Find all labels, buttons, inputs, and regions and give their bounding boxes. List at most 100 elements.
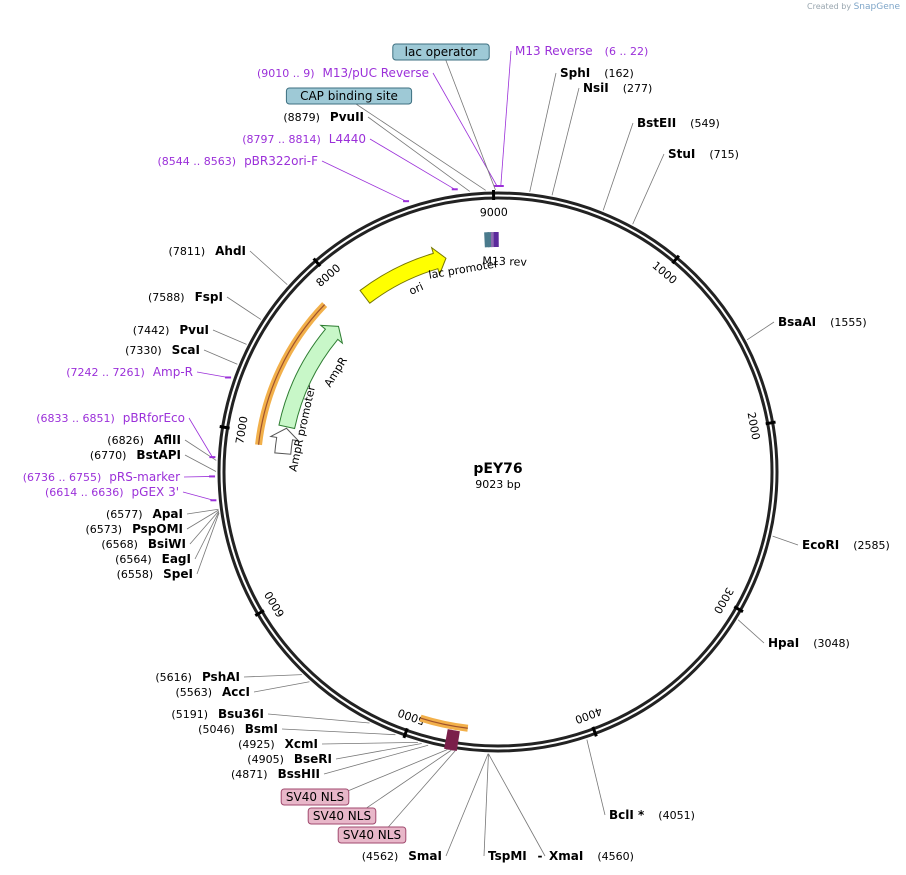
ring-tick-label: 4000 (573, 704, 604, 726)
site-pshai[interactable]: (5616)PshAI (155, 670, 240, 684)
site-bcli[interactable]: BclI *(4051) (609, 808, 695, 822)
site-pspomi[interactable]: (6573)PspOMI (85, 522, 183, 536)
site-name: BsiWI (148, 537, 186, 551)
ring-tick-5000 (402, 727, 409, 739)
primer-pbr322ori-f[interactable]: (8544 .. 8563)pBR322ori-F (158, 154, 319, 168)
site-name: AflII (154, 433, 181, 447)
site-name: AhdI (215, 244, 246, 258)
site-scai[interactable]: (7330)ScaI (125, 343, 200, 357)
site-apai[interactable]: (6577)ApaI (106, 507, 183, 521)
site-xmai[interactable]: XmaI(4560) (549, 849, 634, 863)
primer-name: pGEX 3' (132, 485, 179, 499)
site-xcmi[interactable]: (4925)XcmI (238, 737, 318, 751)
ring-tick-label: 9000 (480, 206, 508, 219)
box-leader-sv40-nls (375, 750, 456, 842)
ring-tick-2000 (765, 420, 776, 426)
site-bsteii[interactable]: BstEII(549) (637, 116, 720, 130)
primer-m13-puc-reverse[interactable]: (9010 .. 9)M13/pUC Reverse (257, 66, 429, 80)
site-ahdi[interactable]: (7811)AhdI (169, 244, 246, 258)
feature-label-m13-rev: M13 rev (482, 254, 527, 268)
site-name: StuI (668, 147, 695, 161)
site-bsu36i[interactable]: (5191) Bsu36I (171, 707, 264, 721)
site-name: BstEII (637, 116, 676, 130)
box-leader-cap-binding-site (352, 101, 486, 191)
site-name: NsiI (583, 81, 609, 95)
site-position: (6564) (115, 553, 152, 566)
site-name: XmaI (549, 849, 583, 863)
leader-apai (186, 508, 219, 515)
leader-ecori (772, 535, 799, 546)
feature-box-label: SV40 NLS (313, 809, 371, 823)
feature-box-lac-operator[interactable] (392, 43, 490, 61)
site-pvuii[interactable]: (8879)PvuII (283, 110, 364, 124)
site-name: SpeI (163, 567, 193, 581)
lac-feature-mark (487, 232, 493, 248)
site-name: Bsu36I (218, 707, 264, 721)
site-name: SphI (560, 66, 590, 80)
backbone-outer-ring (217, 191, 779, 753)
site-spei[interactable]: (6558) SpeI (117, 567, 193, 581)
primer-m13-reverse[interactable]: M13 Reverse(6 .. 22) (515, 44, 648, 58)
site-bsiwi[interactable]: (6568)BsiWI (101, 537, 186, 551)
feature-box-sv40-nls[interactable] (280, 788, 350, 806)
site-tspmi[interactable]: TspMI (488, 849, 527, 863)
site-bstapi[interactable]: (6770)BstAPI (90, 448, 181, 462)
primer-name: pRS-marker (109, 470, 180, 484)
feature-box-sv40-nls[interactable] (307, 807, 377, 825)
site-position: (5191) (171, 708, 208, 721)
site-position: (6558) (117, 568, 154, 581)
site-name: BclI * (609, 808, 645, 822)
feature-label-ori: ori (407, 280, 425, 298)
site-name: BsmI (245, 722, 278, 736)
site-bsaai[interactable]: BsaAI(1555) (778, 315, 867, 329)
feature-box-cap-binding-site[interactable] (285, 87, 413, 105)
site-acci[interactable]: (5563)AccI (175, 685, 250, 699)
primer-name: M13 Reverse (515, 44, 593, 58)
sv40-nls-mark (451, 730, 460, 751)
site-fspi[interactable]: (7588)FspI (148, 290, 223, 304)
site-position: (7330) (125, 344, 162, 357)
primer-pgex-3[interactable]: (6614 .. 6636)pGEX 3' (45, 485, 179, 499)
site-position: (8879) (283, 111, 320, 124)
site-eagi[interactable]: (6564) EagI (115, 552, 191, 566)
site-bsmi[interactable]: (5046)BsmI (198, 722, 278, 736)
site-ecori[interactable]: EcoRI(2585) (802, 538, 890, 552)
primer-pbrforeco[interactable]: (6833 .. 6851)pBRforEco (36, 411, 185, 425)
site-bseri[interactable]: (4905)BseRI (247, 752, 332, 766)
site-stui[interactable]: StuI(715) (668, 147, 739, 161)
primer-position: (7242 .. 7261) (66, 366, 145, 379)
ori-arrow (359, 246, 447, 304)
site-position: (277) (623, 82, 653, 95)
leader-lines (182, 50, 799, 857)
primer-leader-m13-reverse (500, 50, 512, 187)
feature-box-sv40-nls[interactable] (337, 826, 407, 844)
site-name: ApaI (153, 507, 183, 521)
ampr-arrow (278, 324, 344, 430)
primer-leader-amp-r (196, 371, 229, 378)
site-name: EagI (162, 552, 191, 566)
site-sphi[interactable]: SphI(162) (560, 66, 634, 80)
site-position: (4925) (238, 738, 275, 751)
site-hpai[interactable]: HpaI(3048) (768, 636, 850, 650)
site-smai[interactable]: (4562)SmaI (362, 849, 442, 863)
leader-bstapi (184, 454, 217, 472)
leader-ahdi (249, 250, 288, 285)
site-position: (4905) (247, 753, 284, 766)
primer-prs-marker[interactable]: (6736 .. 6755)pRS-marker (23, 470, 180, 484)
feature-box-label: SV40 NLS (286, 790, 344, 804)
site-name: PshAI (202, 670, 240, 684)
site-bsshii[interactable]: (4871)BssHII (231, 767, 320, 781)
primer-amp-r[interactable]: (7242 .. 7261) Amp-R (66, 365, 193, 379)
primer-l4440[interactable]: (8797 .. 8814)L4440 (242, 132, 366, 146)
site-aflii[interactable]: (6826)AflII (107, 433, 181, 447)
nls-highlight-line (420, 717, 468, 729)
site-nsii[interactable]: NsiI (277) (583, 81, 652, 95)
site-name: BssHII (278, 767, 320, 781)
ring-tick-label: 2000 (745, 411, 763, 441)
site-position: (6770) (90, 449, 127, 462)
primer-name: Amp-R (153, 365, 193, 379)
site-pvui[interactable]: (7442)PvuI (133, 323, 209, 337)
leader-sphi (529, 72, 557, 192)
site-name: TspMI (488, 849, 527, 863)
ring-tick-7000 (219, 425, 230, 430)
